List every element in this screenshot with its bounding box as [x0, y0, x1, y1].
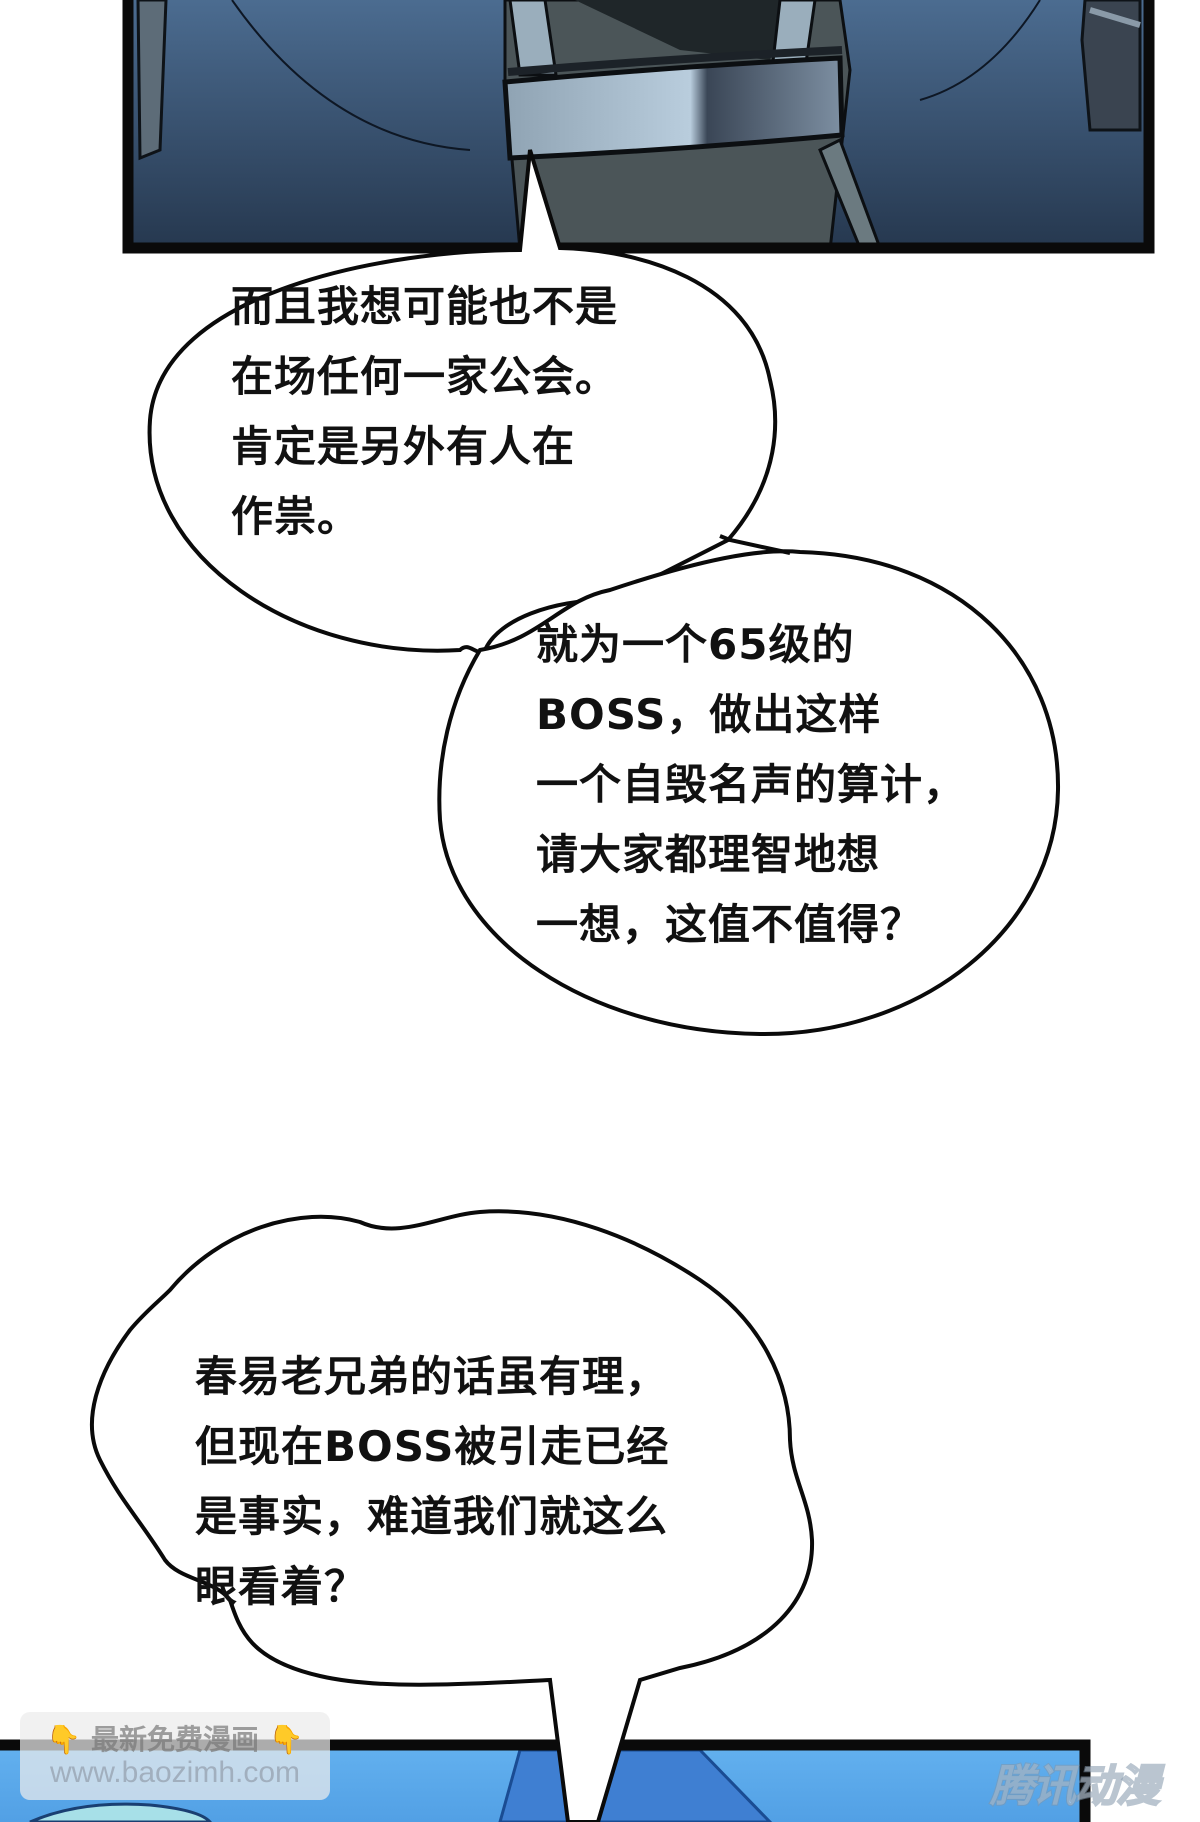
bubble-3-line: 是事实，难道我们就这么 — [195, 1492, 669, 1541]
site-watermark[interactable]: 👇 最新免费漫画 👇 www.baozimh.com — [20, 1712, 330, 1800]
bubble-1-line: 肯定是另外有人在 — [231, 422, 576, 471]
bubble-1-line: 在场任何一家公会。 — [231, 352, 619, 401]
bubble-3-line: 春易老兄弟的话虽有理， — [195, 1352, 669, 1401]
bubble-2-line: BOSS，做出这样 — [536, 690, 882, 739]
publisher-watermark: 腾讯动漫 — [989, 1760, 1161, 1813]
bubble-3-line: 眼看着？ — [195, 1562, 368, 1611]
bubble-2-line: 就为一个65级的 — [536, 620, 855, 669]
site-title-text: 最新免费漫画 — [90, 1723, 259, 1756]
speech-bubble-1: 而且我想可能也不是 在场任何一家公会。 肯定是另外有人在 作祟。 — [231, 272, 618, 552]
speech-bubble-3: 春易老兄弟的话虽有理， 但现在BOSS被引走已经 是事实，难道我们就这么 眼看着… — [195, 1342, 669, 1622]
bubble-1-line: 作祟。 — [231, 492, 361, 541]
bubble-2-line: 请大家都理智地想 — [536, 830, 881, 879]
bubble-1-line: 而且我想可能也不是 — [231, 282, 619, 331]
site-watermark-title: 👇 最新免费漫画 👇 — [20, 1718, 330, 1758]
speech-bubble-2: 就为一个65级的 BOSS，做出这样 一个自毁名声的算计， 请大家都理智地想 一… — [536, 610, 966, 960]
bubble-2-line: 一个自毁名声的算计， — [536, 760, 967, 809]
bubble-3-shape — [90, 1209, 815, 1822]
bubble-3-line: 但现在BOSS被引走已经 — [195, 1422, 670, 1471]
pointing-down-icon: 👇 — [46, 1723, 82, 1756]
top-panel — [122, 0, 1155, 254]
bubble-2-shape — [437, 534, 1061, 1037]
site-url-text: www.baozimh.com — [49, 1756, 301, 1789]
pointing-down-icon: 👇 — [268, 1723, 304, 1756]
bubble-2-line: 一想，这值不值得？ — [536, 900, 924, 949]
